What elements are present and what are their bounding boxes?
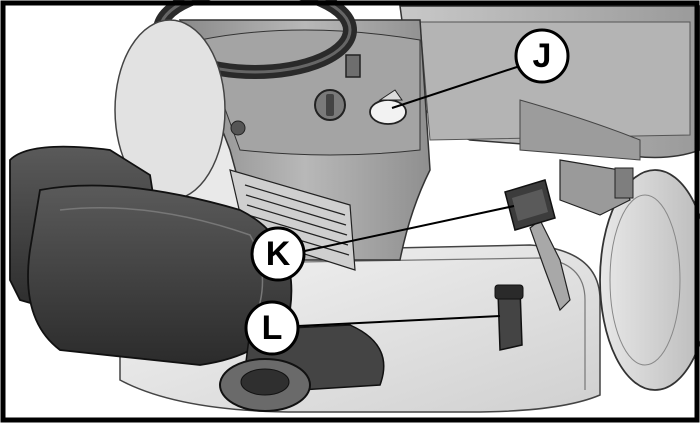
pedal-linkage (529, 219, 571, 312)
callout-k: K (265, 234, 291, 273)
dash-face (199, 29, 421, 156)
callout-circle-j (514, 28, 570, 84)
leader-line-l (297, 315, 501, 327)
front-wheel (599, 169, 700, 391)
dash-switch (345, 54, 361, 78)
leader-line-k (299, 205, 515, 253)
dash-knob (230, 120, 246, 136)
seat-cushion (27, 184, 293, 366)
throttle-lever-knob (369, 99, 407, 125)
callout-circle-k (250, 226, 306, 282)
callout-l: L (261, 308, 283, 347)
hood-cover (519, 99, 641, 161)
callout-circle-l (244, 300, 300, 356)
leader-line-j (391, 65, 521, 109)
callout-j: J (532, 36, 552, 75)
hood-panel (419, 21, 691, 141)
